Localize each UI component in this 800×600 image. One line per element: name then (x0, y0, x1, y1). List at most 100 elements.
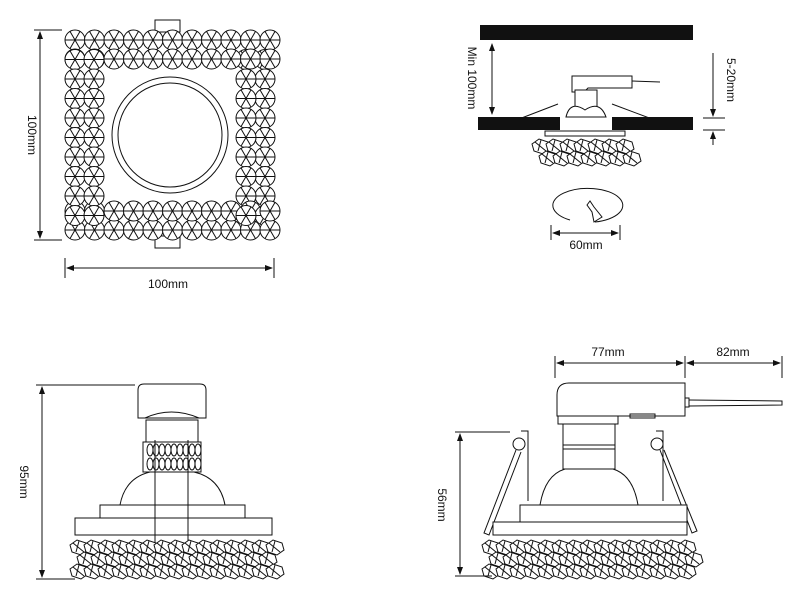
crystal (83, 107, 105, 129)
cable-length-label: 82mm (716, 345, 749, 359)
coil-pattern (146, 443, 202, 471)
crystal (621, 539, 641, 556)
base-ring (99, 504, 246, 519)
crystal (83, 146, 105, 168)
crystal (251, 563, 271, 580)
lamp-reflector (565, 105, 607, 118)
crystal (259, 200, 281, 222)
base-ring (519, 504, 688, 523)
cable (688, 399, 783, 407)
body-length-label: 77mm (591, 345, 624, 359)
crystal (123, 29, 144, 51)
crystal (265, 563, 285, 580)
cutout-hole (552, 187, 624, 223)
crystal (142, 29, 164, 51)
driver-housing (556, 382, 686, 417)
height-label: 100mm (25, 115, 39, 155)
crystal (677, 563, 697, 580)
crystal (142, 48, 164, 70)
crystal (235, 68, 257, 90)
crystal (167, 539, 187, 556)
crystal (64, 68, 86, 90)
crystal (235, 88, 257, 109)
crystal (83, 127, 105, 148)
lamp-opening-inner (117, 82, 223, 188)
crystal (254, 107, 276, 129)
crystal (235, 127, 257, 148)
crystal-row (481, 539, 704, 580)
housing-brackets (521, 430, 664, 501)
crystal (537, 539, 557, 556)
crystal (235, 205, 257, 226)
crystal (142, 219, 164, 241)
crystal (531, 138, 551, 155)
crystal (103, 219, 125, 241)
crystal (132, 551, 152, 568)
height-label: 56mm (435, 488, 449, 521)
crystal (97, 539, 117, 556)
driver-housing (137, 383, 207, 419)
crystal (259, 48, 281, 70)
width-label: 100mm (148, 277, 188, 291)
ceiling-gap-label: Min 100mm (465, 47, 479, 110)
crystal (601, 138, 621, 155)
spring-clip-left (483, 449, 522, 536)
crystal (565, 539, 585, 556)
crystal (162, 29, 183, 51)
crystal (235, 107, 257, 129)
crystal (237, 539, 257, 556)
installation-view: Min 100mm 5-20mm 60mm (465, 25, 738, 252)
crystal (209, 563, 229, 580)
crystal-row (531, 138, 642, 167)
lamp-socket (562, 423, 616, 470)
crystal (254, 166, 276, 187)
crystal (258, 551, 278, 568)
crystal (83, 166, 105, 187)
crystal (181, 539, 201, 556)
crystal (181, 219, 203, 241)
crystal (64, 29, 86, 51)
crystal (201, 200, 222, 222)
crystal (235, 185, 257, 207)
crystal (123, 219, 144, 241)
crystal (83, 49, 105, 70)
crystal (251, 539, 271, 556)
crystal (635, 563, 655, 580)
crystal (254, 88, 276, 109)
saw-icon (586, 200, 603, 223)
crystal (83, 185, 105, 207)
crystal (259, 219, 281, 241)
crystal (64, 205, 86, 226)
crystal (615, 138, 635, 155)
crystal (64, 166, 86, 187)
crystal (551, 563, 571, 580)
crystal (162, 200, 183, 222)
front-view: 95mm (17, 383, 285, 580)
crystal (201, 48, 222, 70)
crystal (162, 48, 183, 70)
crystal (235, 146, 257, 168)
crystal (614, 551, 634, 568)
driver-housing (571, 75, 633, 93)
crystal-frame (64, 29, 281, 241)
crystal (83, 68, 105, 90)
socket-collar (557, 415, 619, 425)
crystal (181, 29, 203, 51)
crystal (83, 88, 105, 109)
crystal (123, 48, 144, 70)
crystal (235, 166, 257, 187)
side-view: 77mm 82mm 56mm (435, 345, 783, 580)
housing-foot (629, 413, 656, 419)
crystal (684, 551, 704, 568)
crystal (677, 539, 697, 556)
crystal (216, 551, 236, 568)
crystal (84, 219, 105, 241)
crystal (123, 200, 144, 222)
spring-coils (142, 441, 202, 473)
crystal (254, 146, 276, 168)
crystal (188, 551, 208, 568)
crystal (259, 29, 281, 51)
ceiling-panel-right (612, 117, 693, 130)
lamp-reflector (119, 471, 226, 506)
